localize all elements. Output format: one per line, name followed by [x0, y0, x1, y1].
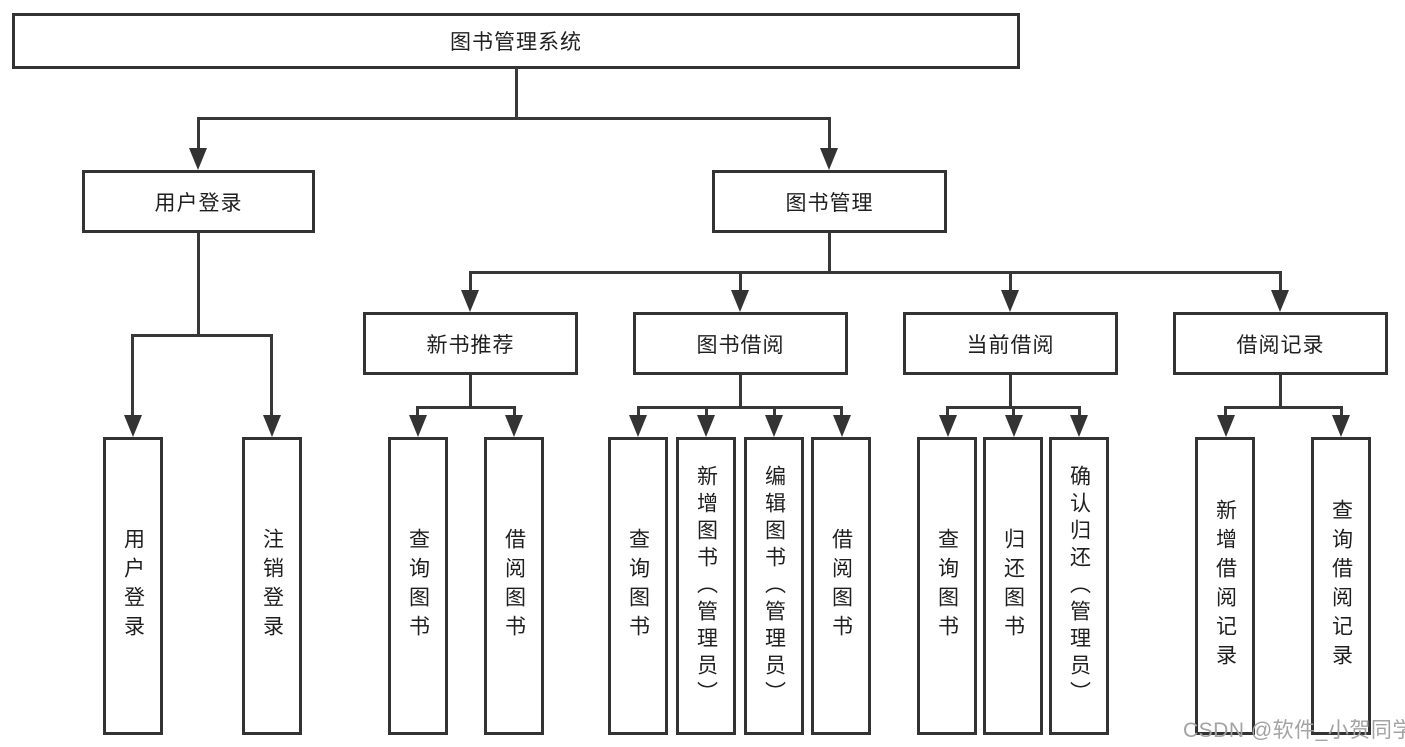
node-user-login-label: 用户登录 — [154, 191, 243, 215]
leaf-bb-edit-book-label: 编辑图书（管理员） — [762, 464, 786, 708]
arrow-into-bb-edit — [765, 415, 783, 437]
leaf-bb-add-book: 新增图书（管理员） — [676, 437, 736, 735]
connector-root-rail — [197, 117, 831, 120]
leaf-br-add-record-label: 新增借阅记录 — [1213, 499, 1237, 673]
leaf-user-login: 用户登录 — [103, 437, 163, 735]
arrow-into-current-borrow — [1001, 290, 1019, 312]
leaf-bb-add-book-label: 新增图书（管理员） — [694, 464, 718, 708]
leaf-br-add-record: 新增借阅记录 — [1195, 437, 1255, 735]
arrow-into-borrow-record — [1271, 290, 1289, 312]
leaf-cb-query-book-label: 查询图书 — [935, 528, 959, 644]
connector-drop-cb-query — [946, 406, 949, 417]
arrow-into-bb-add — [697, 415, 715, 437]
node-borrow-record-label: 借阅记录 — [1236, 333, 1325, 357]
connector-drop-book-borrow — [739, 272, 742, 292]
arrow-into-book-borrow — [731, 290, 749, 312]
leaf-nb-borrow-book: 借阅图书 — [484, 437, 544, 735]
node-book-borrow: 图书借阅 — [633, 312, 848, 375]
node-book-borrow-label: 图书借阅 — [696, 333, 785, 357]
leaf-br-query-record: 查询借阅记录 — [1311, 437, 1371, 735]
connector-drop-new-book — [469, 272, 472, 292]
leaf-nb-query-book: 查询图书 — [388, 437, 448, 735]
connector-borrow-record-stem — [1279, 375, 1282, 408]
node-book-management: 图书管理 — [712, 170, 947, 233]
arrow-into-bb-borrow — [833, 415, 851, 437]
arrow-into-nb-borrow — [505, 415, 523, 437]
connector-drop-logout — [270, 334, 273, 415]
connector-new-book-rail — [416, 406, 516, 409]
connector-book-management-stem — [828, 233, 831, 274]
arrow-into-book-management — [820, 148, 838, 170]
leaf-user-login-label: 用户登录 — [121, 528, 145, 644]
node-current-borrow: 当前借阅 — [903, 312, 1118, 375]
node-user-login: 用户登录 — [82, 170, 315, 233]
arrow-into-cb-confirm — [1070, 415, 1088, 437]
connector-drop-cb-return — [1012, 406, 1015, 417]
node-library-system-label: 图书管理系统 — [450, 31, 582, 54]
csdn-watermark: CSDN @软件_小贺同学 — [1183, 719, 1405, 742]
arrow-into-user-login — [189, 148, 207, 170]
arrow-into-cb-query — [939, 415, 957, 437]
leaf-br-query-record-label: 查询借阅记录 — [1329, 499, 1353, 673]
leaf-cb-confirm-return-label: 确认归还（管理员） — [1067, 464, 1091, 708]
connector-drop-br-add — [1224, 406, 1227, 417]
leaf-cb-return-book-label: 归还图书 — [1001, 528, 1025, 644]
leaf-nb-borrow-book-label: 借阅图书 — [502, 528, 526, 644]
connector-drop-bb-borrow — [840, 406, 843, 417]
leaf-bb-query-book-label: 查询图书 — [626, 528, 650, 644]
node-book-management-label: 图书管理 — [785, 191, 874, 215]
connector-drop-user-login — [197, 118, 200, 150]
leaf-cb-return-book: 归还图书 — [983, 437, 1043, 735]
connector-book-borrow-stem — [739, 375, 742, 408]
arrow-into-logout — [263, 415, 281, 437]
connector-drop-nb-query — [416, 406, 419, 417]
node-current-borrow-label: 当前借阅 — [966, 333, 1055, 357]
connector-drop-bb-query — [637, 406, 640, 417]
connector-book-management-rail — [469, 271, 1282, 274]
connector-drop-cb-confirm — [1078, 406, 1081, 417]
leaf-cb-query-book: 查询图书 — [917, 437, 977, 735]
connector-drop-br-query — [1340, 406, 1343, 417]
leaf-logout: 注销登录 — [242, 437, 302, 735]
connector-current-borrow-stem — [1009, 375, 1012, 408]
arrow-into-br-query — [1332, 415, 1350, 437]
node-library-system: 图书管理系统 — [12, 13, 1020, 69]
connector-drop-login — [131, 334, 134, 415]
connector-borrow-record-rail — [1224, 406, 1342, 409]
leaf-bb-query-book: 查询图书 — [608, 437, 668, 735]
leaf-bb-edit-book: 编辑图书（管理员） — [744, 437, 804, 735]
connector-user-login-stem — [197, 233, 200, 336]
connector-book-borrow-rail — [637, 406, 843, 409]
arrow-into-nb-query — [409, 415, 427, 437]
connector-root-stem — [515, 68, 518, 119]
arrow-into-br-add — [1217, 415, 1235, 437]
arrow-into-cb-return — [1005, 415, 1023, 437]
connector-drop-nb-borrow — [513, 406, 516, 417]
connector-drop-bb-add — [705, 406, 708, 417]
node-new-book-recommend: 新书推荐 — [363, 312, 578, 375]
connector-drop-book-management — [828, 118, 831, 150]
arrow-into-new-book — [461, 290, 479, 312]
connector-user-login-rail — [131, 334, 273, 337]
connector-drop-bb-edit — [773, 406, 776, 417]
node-new-book-recommend-label: 新书推荐 — [426, 333, 515, 357]
connector-drop-current-borrow — [1009, 272, 1012, 292]
leaf-bb-borrow-book-label: 借阅图书 — [829, 528, 853, 644]
leaf-nb-query-book-label: 查询图书 — [406, 528, 430, 644]
connector-new-book-stem — [469, 375, 472, 408]
leaf-bb-borrow-book: 借阅图书 — [811, 437, 871, 735]
arrow-into-bb-query — [629, 415, 647, 437]
leaf-cb-confirm-return: 确认归还（管理员） — [1049, 437, 1109, 735]
node-borrow-record: 借阅记录 — [1173, 312, 1388, 375]
arrow-into-login — [124, 415, 142, 437]
connector-drop-borrow-record — [1279, 272, 1282, 292]
leaf-logout-label: 注销登录 — [260, 528, 284, 644]
